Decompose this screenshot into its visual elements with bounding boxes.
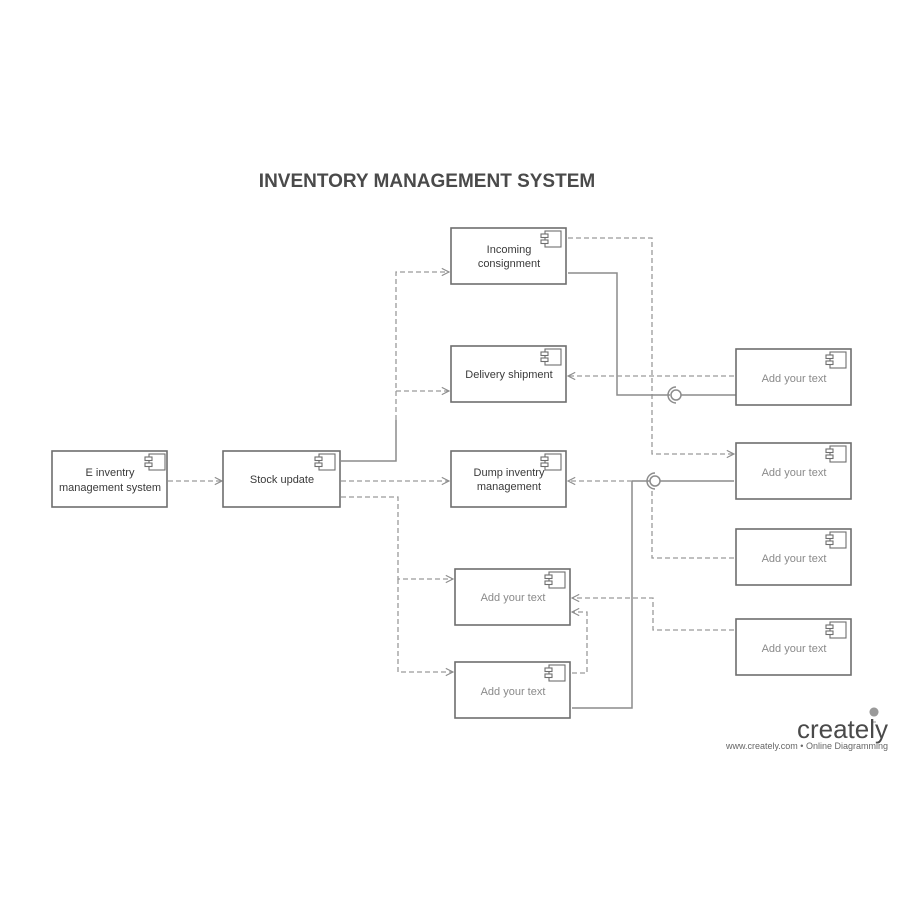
component-icon [825, 445, 847, 463]
creately-watermark: creately www.creately.com • Online Diagr… [725, 707, 888, 751]
component-dump-inventory[interactable]: Dump inventry management [450, 450, 567, 508]
component-label: Delivery shipment [465, 369, 552, 381]
component-incoming-consignment[interactable]: Incoming consignment [450, 227, 567, 285]
component-icon [825, 621, 847, 639]
component-add-text-mid-b[interactable]: Add your text [454, 661, 571, 719]
link-interface2-down [572, 481, 633, 709]
component-icon [540, 230, 562, 248]
dep-stock-to-mid-a [341, 496, 453, 579]
component-stock-update[interactable]: Stock update [222, 450, 341, 508]
component-label: Incoming [487, 244, 532, 256]
interface-ball-2 [649, 475, 661, 487]
dep-incoming-to-right2 [568, 237, 734, 454]
dep-mid-b-to-mid-a [572, 612, 588, 674]
component-icon [540, 348, 562, 366]
interface-ball-1 [670, 389, 682, 401]
component-icon [144, 453, 166, 471]
dep-to-incoming [395, 272, 449, 420]
link-stock-branch [341, 420, 397, 462]
component-icon [544, 571, 566, 589]
dep-stock-to-mid-b [397, 579, 453, 672]
connectors [168, 237, 738, 709]
bulb-icon [869, 707, 879, 723]
component-label: Add your text [762, 373, 827, 385]
component-label: Dump inventry [474, 467, 545, 479]
component-add-text-right-4[interactable]: Add your text [735, 618, 852, 676]
component-icon [544, 664, 566, 682]
component-add-text-right-1[interactable]: Add your text [735, 348, 852, 406]
component-e-inventory[interactable]: E inventry management system [51, 450, 168, 508]
component-add-text-right-3[interactable]: Add your text [735, 528, 852, 586]
component-label: management [477, 481, 541, 493]
interface-socket-1 [667, 386, 677, 404]
component-icon [314, 453, 336, 471]
dep-right3-to-interface [651, 489, 734, 559]
component-delivery-shipment[interactable]: Delivery shipment [450, 345, 567, 403]
component-label: Add your text [762, 553, 827, 565]
component-label: management system [59, 482, 161, 494]
component-label: consignment [478, 258, 540, 270]
component-label: Stock update [250, 474, 314, 486]
link-incoming-interface [568, 272, 670, 396]
brand-logo: creately [797, 714, 888, 744]
component-icon [540, 453, 562, 471]
component-label: Add your text [762, 643, 827, 655]
component-label: Add your text [762, 467, 827, 479]
component-label: Add your text [481, 686, 546, 698]
component-label: E inventry [86, 467, 135, 479]
component-icon [825, 351, 847, 369]
component-add-text-right-2[interactable]: Add your text [735, 442, 852, 500]
component-add-text-mid-a[interactable]: Add your text [454, 568, 571, 626]
brand-tagline: www.creately.com • Online Diagramming [725, 741, 888, 751]
dep-right4-to-mid-a [572, 598, 734, 631]
component-icon [825, 531, 847, 549]
diagram-title: INVENTORY MANAGEMENT SYSTEM [259, 171, 595, 192]
component-label: Add your text [481, 592, 546, 604]
